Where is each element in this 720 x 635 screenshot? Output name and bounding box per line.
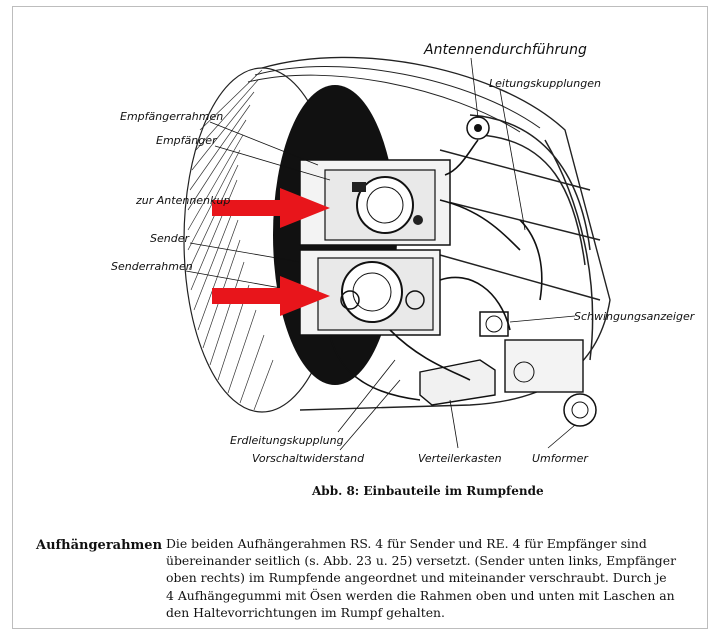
- red-arrows: [212, 188, 330, 316]
- arrow-to-receiver: [212, 188, 330, 228]
- cables: [329, 139, 543, 401]
- label-leitungskupplungen: Leitungskupplungen: [489, 77, 601, 90]
- label-senderrahmen: Senderrahmen: [111, 260, 193, 273]
- body-line: 4 Aufhängegummi mit Ösen werden die Rahm…: [166, 587, 675, 603]
- label-empfaenger: Empfänger: [156, 134, 218, 147]
- body-line: den Haltevorrichtungen im Rumpf gehalten…: [166, 604, 445, 620]
- body-line: oben rechts) im Rumpfende angeordnet und…: [166, 570, 667, 586]
- section-body: Die beiden Aufhängerahmen RS. 4 für Send…: [166, 535, 686, 621]
- arrow-to-sender: [212, 276, 330, 316]
- label-vorschaltwiderstand: Vorschaltwiderstand: [252, 452, 365, 465]
- body-line: Die beiden Aufhängerahmen RS. 4 für Send…: [166, 536, 647, 551]
- label-zur-antenne: zur Antennenkup: [135, 194, 230, 207]
- antenna-feedthrough: [466, 116, 490, 140]
- leader-lines: [185, 57, 576, 451]
- vibration-indicator: [479, 311, 509, 337]
- figure-caption: Abb. 8: Einbauteile im Rumpfende: [312, 484, 544, 498]
- label-verteilerkasten: Verteilerkasten: [418, 452, 502, 465]
- label-sender: Sender: [150, 232, 190, 245]
- skin-hatching: [187, 69, 274, 411]
- section-heading: Aufhängerahmen: [36, 538, 163, 553]
- label-erdleitungskupplung: Erdleitungskupplung: [230, 434, 344, 447]
- label-antennendurchfuehrung: Antennendurchführung: [423, 42, 587, 58]
- converter: [504, 339, 597, 427]
- fuselage-installation-diagram: Antennendurchführung Leitungskupplungen …: [111, 42, 696, 465]
- distributor-box: [419, 359, 496, 406]
- fuselage-frames: [439, 114, 601, 361]
- label-schwingungsanzeiger: Schwingungsanzeiger: [574, 310, 696, 323]
- label-umformer: Umformer: [532, 452, 589, 465]
- receiver-frame: [299, 159, 451, 246]
- body-line: übereinander seitlich (s. Abb. 23 u. 25)…: [166, 553, 676, 569]
- sender-frame: [299, 249, 441, 336]
- label-empfaengerrahmen: Empfängerrahmen: [120, 110, 223, 123]
